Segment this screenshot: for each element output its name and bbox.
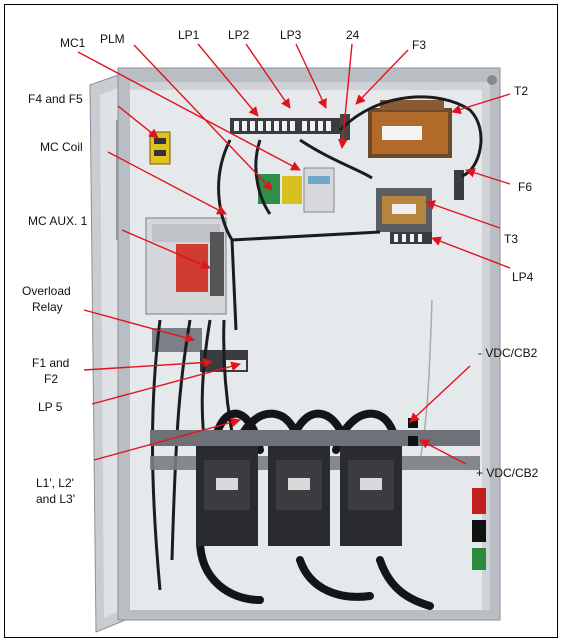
label-overload: Overload — [22, 284, 71, 298]
label-f6: F6 — [518, 180, 533, 194]
label-lp1: LP1 — [178, 28, 200, 42]
arrow-t2 — [451, 93, 511, 115]
main-contactor — [145, 217, 227, 315]
label-f2: F2 — [44, 372, 59, 386]
label-t3: T3 — [504, 232, 519, 246]
mounting-bar — [150, 430, 480, 446]
label-24: 24 — [346, 28, 360, 42]
arrow-lp2 — [245, 43, 291, 109]
label-lp3: LP3 — [280, 28, 302, 42]
circuit-breakers — [196, 446, 402, 546]
arrow-f3 — [355, 49, 409, 105]
label-lp5: LP 5 — [38, 400, 63, 414]
label-lp2: LP2 — [228, 28, 250, 42]
arrow-lp5 — [91, 361, 241, 405]
label-f1-and: F1 and — [32, 356, 70, 370]
annotation-arrows — [77, 43, 511, 465]
arrow-t3 — [425, 200, 501, 229]
label-f4-f5: F4 and F5 — [28, 92, 83, 106]
label-vdc-cb2-minus: - VDC/CB2 — [478, 346, 538, 360]
arrow-f1-f2 — [83, 357, 213, 371]
transformer-t3 — [376, 188, 432, 232]
label-f3: F3 — [412, 38, 427, 52]
arrow-24 — [337, 43, 353, 149]
arrow-mc1 — [77, 51, 301, 171]
label-mc1: MC1 — [60, 36, 86, 50]
arrow-mc-aux1 — [121, 229, 211, 270]
arrow-lp3 — [295, 43, 327, 109]
fuse-f4-f5 — [149, 131, 171, 165]
label-relay: Relay — [32, 300, 63, 314]
label-l1-l2: L1', L2' — [36, 476, 74, 490]
label-and-l3: and L3' — [36, 492, 75, 506]
label-plm: PLM — [100, 32, 125, 46]
label-t2: T2 — [514, 84, 529, 98]
terminal-block-lp4 — [390, 232, 432, 244]
label-lp4: LP4 — [512, 270, 534, 284]
arrow-lp1 — [197, 43, 259, 117]
arrow-f4-f5 — [117, 105, 159, 139]
transformer-t2 — [368, 100, 452, 158]
label-mc-aux1: MC AUX. 1 — [28, 214, 88, 228]
fuse-f6 — [454, 170, 464, 200]
arrow-lp4 — [431, 236, 511, 269]
arrow-vdc-cb2-plus — [419, 439, 467, 465]
arrow-mc-coil — [107, 151, 227, 215]
arrow-vdc-cb2-minus — [409, 365, 471, 423]
arrow-overload-relay — [83, 309, 195, 343]
label-mc-coil: MC Coil — [40, 140, 83, 154]
image-frame — [4, 4, 558, 638]
arrow-l1-l2-l3 — [93, 417, 241, 461]
label-vdc-cb2-plus: + VDC/CB2 — [476, 466, 539, 480]
arrow-f6 — [465, 168, 511, 185]
side-terminals — [408, 418, 486, 570]
arrow-plm — [133, 44, 273, 191]
